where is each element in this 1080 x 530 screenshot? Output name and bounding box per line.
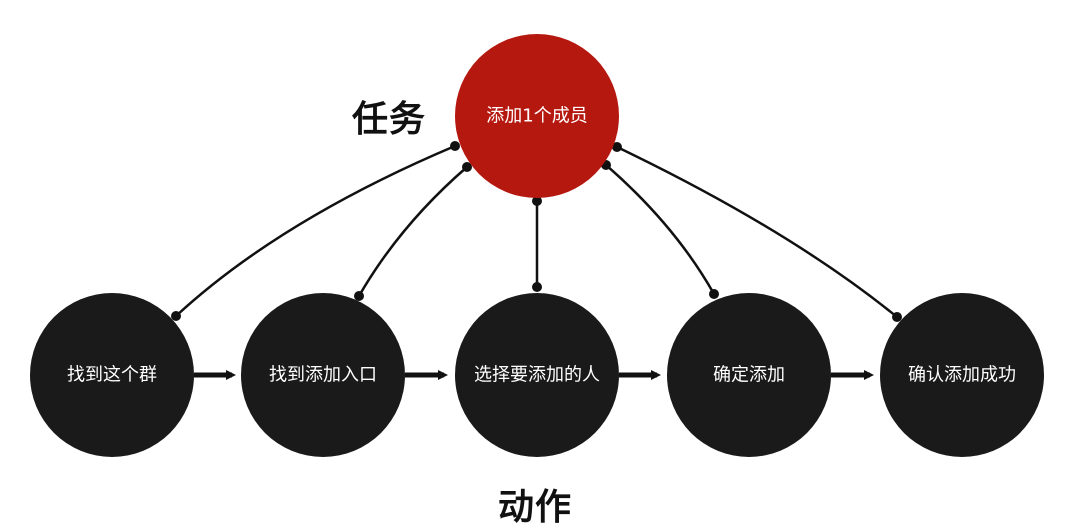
connector-dot	[612, 142, 622, 152]
connector-dot	[450, 141, 460, 151]
task-label: 任务	[352, 99, 427, 140]
connector-task-to-action-2	[357, 166, 468, 297]
action-node-3: 选择要添加的人	[455, 293, 619, 457]
action-node-2: 找到添加入口	[241, 293, 405, 457]
action-node-4: 确定添加	[667, 293, 831, 457]
action-node-circle	[241, 293, 405, 457]
connector-dot	[892, 312, 902, 322]
action-node-label: 选择要添加的人	[474, 365, 600, 386]
action-node-label: 确定添加	[713, 365, 785, 386]
action-node-label: 确认添加成功	[908, 365, 1016, 386]
task-node-circle	[455, 34, 619, 198]
connector-dot	[354, 291, 364, 301]
connector-dot	[532, 282, 542, 292]
connector-dot	[171, 311, 181, 321]
action-label: 动作	[498, 487, 573, 528]
task-node: 添加1个成员	[455, 34, 619, 198]
connector-task-to-action-5	[616, 145, 898, 318]
connector-dots	[171, 141, 902, 322]
action-node-label: 找到添加入口	[269, 365, 377, 386]
connector-dot	[462, 162, 472, 172]
task-node-label: 添加1个成员	[486, 106, 587, 127]
action-node-circle	[455, 293, 619, 457]
action-node-circle	[667, 293, 831, 457]
action-node-1: 找到这个群	[30, 293, 194, 457]
action-node-label: 找到这个群	[67, 365, 157, 386]
connector-task-to-action-1	[175, 144, 456, 317]
task-action-diagram: 添加1个成员 找到这个群 找到添加入口 选择要添加的人 确定添加 确认添加成功	[30, 34, 1044, 457]
action-node-5: 确认添加成功	[880, 293, 1044, 457]
action-node-circle	[880, 293, 1044, 457]
action-node-circle	[30, 293, 194, 457]
connector-task-to-action-4	[605, 164, 716, 295]
connector-dot	[709, 289, 719, 299]
connector-dot	[532, 196, 542, 206]
connector-group	[175, 144, 898, 318]
